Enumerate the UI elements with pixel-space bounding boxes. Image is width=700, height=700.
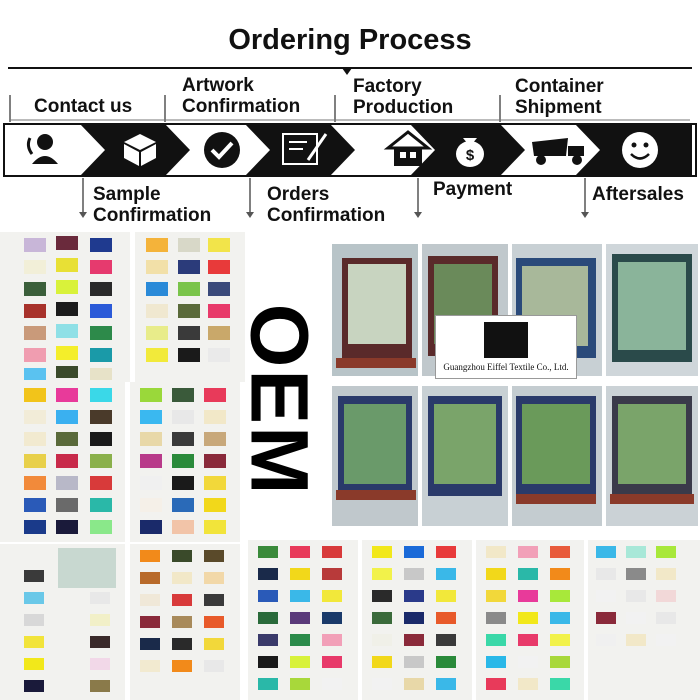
money-bag-icon: $ <box>456 138 484 167</box>
dump-truck-icon <box>532 138 584 165</box>
gift-box-icon <box>124 134 156 166</box>
page-title: Ordering Process <box>228 24 472 56</box>
swatch-card-group-1 <box>0 232 245 382</box>
step-payment: Payment <box>433 179 513 200</box>
company-logo: EIFFEL Guangzhou Eiffel Textile Co., Ltd… <box>435 315 577 379</box>
step-aftersales: Aftersales <box>592 184 684 205</box>
step-contact-us: Contact us <box>34 96 133 117</box>
contract-pen-icon <box>282 133 328 165</box>
swatch-card-group-2 <box>0 382 240 542</box>
step-factory-production: Factory Production <box>353 76 454 118</box>
step-sample-confirmation: Sample Confirmation <box>93 184 212 226</box>
logo-mark: EIFFEL <box>484 322 569 358</box>
step-container-shipment: Container Shipment <box>515 76 604 118</box>
container-shipment-photos <box>330 240 700 530</box>
step-orders-confirmation: Orders Confirmation <box>267 184 386 226</box>
svg-text:$: $ <box>466 147 475 164</box>
swatch-card-row-bottom <box>0 540 700 700</box>
company-name: Guangzhou Eiffel Textile Co., Ltd. <box>443 362 569 372</box>
check-circle-icon <box>204 132 240 168</box>
house-icon <box>383 130 433 166</box>
smiley-icon <box>622 132 658 168</box>
phone-person-icon <box>26 134 58 164</box>
ordering-process-banner: $ <box>3 67 697 218</box>
oem-text: OEM <box>233 303 325 497</box>
step-artwork-confirmation: Artwork Confirmation <box>182 75 301 117</box>
